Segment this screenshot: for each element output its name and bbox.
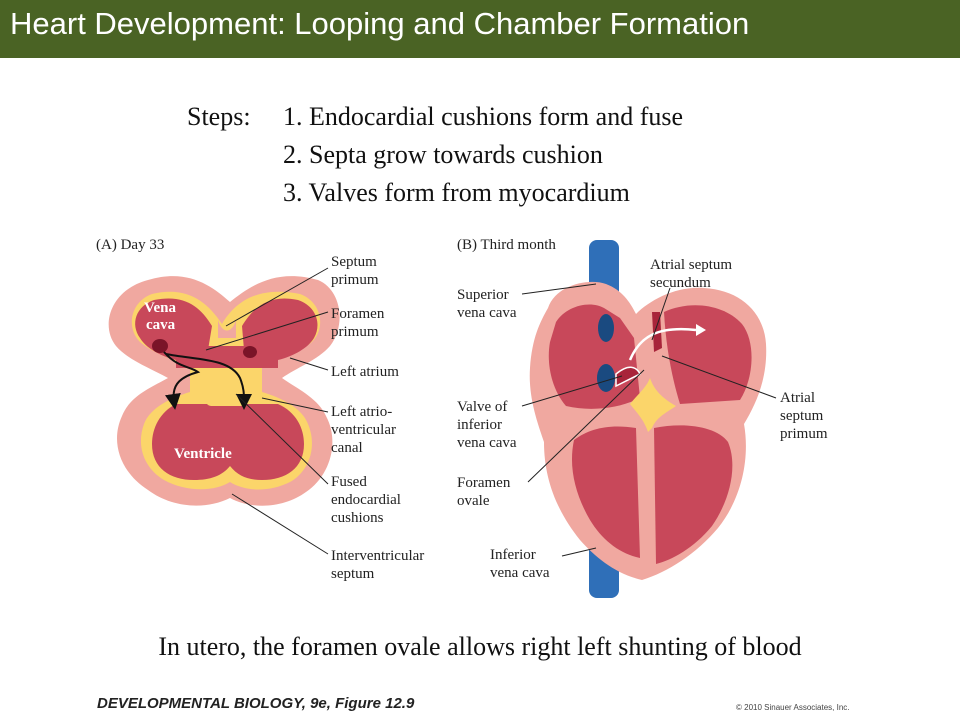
panel-a-leader-lines <box>205 267 329 555</box>
leader-valve-ivc <box>521 375 623 407</box>
panel-a-septum-primum <box>218 320 236 338</box>
leader-ivc <box>561 547 597 557</box>
panel-b-flow-arrow <box>628 327 697 361</box>
panel-a-flow-arrow-left <box>163 351 201 410</box>
leader-svc <box>521 283 597 295</box>
heart-diagram: (A) Day 33 Vena cava Ventric <box>96 237 828 598</box>
label-svc-2: vena cava <box>457 305 517 321</box>
panel-b-flow-arrowhead <box>696 324 706 336</box>
label-iv-septum-2: septum <box>331 566 375 582</box>
label-valve-ivc-2: inferior <box>457 417 502 433</box>
leader-fused-cushions <box>235 393 329 485</box>
figure-citation: DEVELOPMENTAL BIOLOGY, 9e, Figure 12.9 <box>97 695 415 712</box>
panel-a-iv-septum <box>222 483 238 494</box>
panel-b-left-ventricle <box>654 425 733 564</box>
label-foramen-primum-2: primum <box>331 324 379 340</box>
label-ivc-2: vena cava <box>490 565 550 581</box>
label-cushions-2: endocardial <box>331 492 401 508</box>
leader-foramen-ovale <box>527 369 645 483</box>
label-av-canal-1: Left atrio- <box>331 404 392 420</box>
panel-a-title: (A) Day 33 <box>96 237 164 253</box>
title-bar: Heart Development: Looping and Chamber F… <box>0 0 960 58</box>
copyright-notice: © 2010 Sinauer Associates, Inc. <box>736 703 850 712</box>
panel-a-heart <box>108 276 340 506</box>
panel-b-cushion <box>630 378 676 432</box>
leader-left-atrium <box>289 357 329 371</box>
label-svc-1: Superior <box>457 287 509 303</box>
label-valve-ivc-3: vena cava <box>457 435 517 451</box>
panel-a-vena-cava-label-1: Vena <box>144 300 176 316</box>
label-iv-septum-1: Interventricular <box>331 548 424 564</box>
label-foramen-ovale-1: Foramen <box>457 475 511 491</box>
panel-a-left-atrium <box>242 298 318 360</box>
panel-b-title: (B) Third month <box>457 237 556 253</box>
label-foramen-ovale-2: ovale <box>457 493 490 509</box>
label-septum-primum-1: Septum <box>331 254 377 270</box>
panel-a-flow-arrow-right <box>165 353 252 410</box>
leader-primum <box>661 355 777 399</box>
panel-a-vena-cava-opening <box>152 339 168 353</box>
label-secundum-1: Atrial septum <box>650 257 732 273</box>
panel-b-right-ventricle <box>571 426 640 558</box>
label-septum-primum-2: primum <box>331 272 379 288</box>
label-primum-1: Atrial <box>780 390 815 406</box>
step-3: 3. Valves form from myocardium <box>283 178 630 207</box>
slide-caption: In utero, the foramen ovale allows right… <box>158 632 802 661</box>
label-ivc-1: Inferior <box>490 547 536 563</box>
slide-title: Heart Development: Looping and Chamber F… <box>10 6 750 41</box>
panel-a-vena-cava-label-2: cava <box>146 317 176 333</box>
label-valve-ivc-1: Valve of <box>457 399 507 415</box>
panel-a-pulmonary-opening <box>243 346 257 358</box>
label-left-atrium: Left atrium <box>331 364 399 380</box>
label-av-canal-2: ventricular <box>331 422 396 438</box>
label-cushions-3: cushions <box>331 510 384 526</box>
step-1: 1. Endocardial cushions form and fuse <box>283 102 684 131</box>
leader-foramen-primum <box>205 311 329 351</box>
label-foramen-primum-1: Foramen <box>331 306 385 322</box>
label-primum-2: septum <box>780 408 824 424</box>
panel-b-leader-lines <box>521 283 777 557</box>
heart-figure: (A) Day 33 Vena cava Ventric <box>0 228 960 610</box>
panel-b-svc-opening <box>598 314 614 342</box>
label-primum-3: primum <box>780 426 828 442</box>
leader-secundum <box>651 287 671 341</box>
leader-septum-primum <box>225 267 329 327</box>
label-secundum-2: secundum <box>650 275 711 291</box>
panel-b-ivc-opening <box>597 364 615 392</box>
leader-av-canal <box>261 397 329 413</box>
label-av-canal-3: canal <box>331 440 363 456</box>
label-cushions-1: Fused <box>331 474 367 490</box>
leader-iv-septum <box>231 493 329 555</box>
step-2: 2. Septa grow towards cushion <box>283 140 603 169</box>
panel-a-ventricle-label: Ventricle <box>174 446 232 462</box>
steps-label: Steps: <box>187 102 251 131</box>
panel-b-heart <box>529 240 767 598</box>
